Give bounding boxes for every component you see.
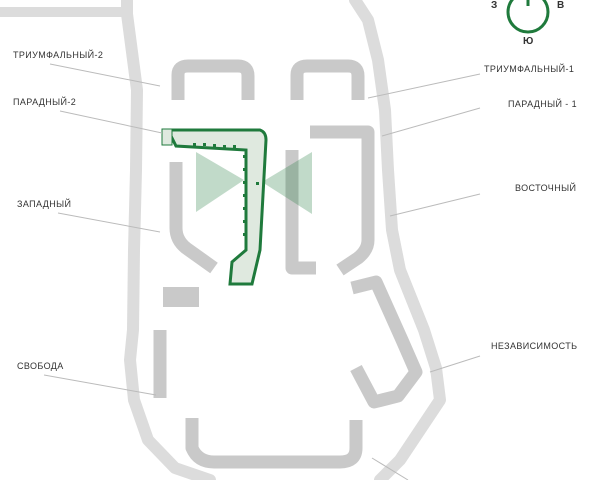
label-parade-1[interactable]: ПАРАДНЫЙ - 1	[508, 99, 578, 109]
territory-outline	[121, 0, 446, 480]
compass-east: В	[557, 0, 565, 11]
compass-south: Ю	[523, 36, 534, 47]
building-parade-2-highlighted[interactable]	[165, 128, 268, 286]
view-cone-west	[196, 152, 244, 212]
building-triumph-1	[290, 59, 365, 100]
building-parade-1	[310, 125, 375, 276]
building-independence	[350, 275, 423, 409]
building-west	[169, 162, 218, 274]
label-east[interactable]: ВОСТОЧНЫЙ	[515, 183, 577, 193]
label-independence[interactable]: НЕЗАВИСИМОСТЬ	[491, 341, 578, 351]
compass-west: З	[491, 0, 498, 11]
label-freedom[interactable]: СВОБОДА	[17, 361, 64, 371]
building-small	[163, 287, 199, 307]
building-east-inner	[285, 150, 316, 275]
balcony-marks	[193, 143, 259, 236]
building-south	[185, 418, 363, 469]
label-parade-2[interactable]: ПАРАДНЫЙ-2	[13, 97, 77, 107]
building-parade-2-annex	[161, 128, 173, 146]
label-west[interactable]: ЗАПАДНЫЙ	[17, 199, 72, 209]
label-triumph-2[interactable]: ТРИУМФАЛЬНЫЙ-2	[13, 50, 104, 60]
leader-lines	[43, 63, 481, 480]
compass	[506, 0, 550, 34]
view-cone-east	[262, 152, 312, 214]
label-triumph-1[interactable]: ТРИУМФАЛЬНЫЙ-1	[484, 64, 575, 74]
building-triumph-2	[171, 59, 255, 100]
